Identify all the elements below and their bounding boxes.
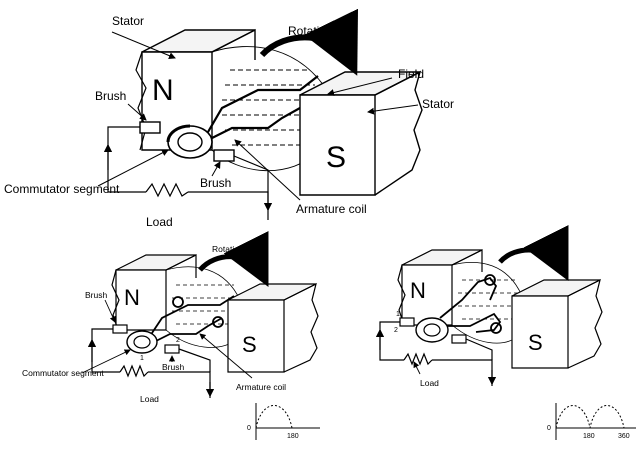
left-segment-2: 2 (176, 337, 180, 344)
left-commutator (126, 330, 158, 354)
south-pole-block (299, 70, 423, 196)
left-brush-label: Brush (85, 290, 107, 300)
brush-right (213, 149, 235, 162)
waveform-full-origin: 0 (547, 425, 551, 432)
load-label: Load (146, 215, 173, 229)
load-resistor (145, 182, 189, 198)
left-north-label: N (124, 285, 140, 310)
right-diagram (375, 225, 603, 386)
right-south-label: S (528, 330, 543, 355)
right-load-resistor (403, 352, 433, 366)
right-brush-upper (399, 317, 415, 327)
waveform-full-curve (555, 405, 625, 429)
top-diagram-text: N S Stator Rotation Field Stator Brush C… (4, 14, 454, 229)
right-diagram-text: N S Load 1 2 (394, 278, 543, 388)
right-segment-1: 1 (396, 311, 400, 318)
rotation-label: Rotation (288, 24, 333, 38)
commutator-label: Commutator segment (4, 182, 120, 196)
right-north-label: N (410, 278, 426, 303)
waveform-half-tick-180: 180 (287, 433, 299, 440)
right-south-pole-block (511, 278, 603, 369)
left-south-pole-block (227, 282, 319, 373)
left-brush-upper (112, 324, 128, 334)
north-pole-label: N (152, 74, 174, 107)
waveform-full-tick-360: 360 (618, 433, 630, 440)
left-segment-1: 1 (140, 355, 144, 362)
right-brush-lower (451, 334, 467, 344)
external-circuit (103, 126, 273, 220)
left-diagram (81, 231, 319, 398)
commutator (166, 124, 213, 159)
south-pole-label: S (326, 141, 346, 174)
left-south-label: S (242, 332, 257, 357)
left-armature-coil (149, 295, 235, 343)
left-north-pole-block (111, 254, 197, 331)
right-segment-2: 2 (394, 327, 398, 334)
waveform-half (255, 403, 320, 440)
right-armature-coil (439, 274, 502, 334)
left-load-resistor (119, 364, 149, 378)
waveform-full-tick-180: 180 (583, 433, 595, 440)
brush-left (139, 121, 161, 134)
right-load-label: Load (420, 378, 439, 388)
top-diagram (97, 8, 423, 220)
left-load-label: Load (140, 394, 159, 404)
rotation-arrow (259, 8, 358, 76)
right-commutator (415, 317, 449, 343)
waveform-half-curve (255, 405, 293, 429)
left-external-circuit (87, 328, 215, 398)
right-external-circuit (375, 321, 497, 386)
left-commutator-label: Commutator segment (22, 368, 104, 378)
brush-label-bottom: Brush (200, 176, 231, 190)
armature-label: Armature coil (296, 202, 367, 216)
right-rotation-arrow (498, 225, 569, 281)
left-rotation-label: Rotation (212, 244, 244, 254)
left-pointer-lines (81, 299, 253, 379)
brush-label-left: Brush (95, 89, 126, 103)
waveform-half-origin: 0 (247, 425, 251, 432)
field-label: Field (398, 67, 424, 81)
left-diagram-text: N S Rotation Brush Commutator segment Br… (22, 244, 286, 404)
waveform-full (555, 403, 636, 440)
left-brush-label-bottom: Brush (162, 362, 184, 372)
armature-coil (207, 75, 319, 139)
left-rotation-arrow (198, 231, 269, 287)
right-load-pointer (413, 361, 421, 375)
left-armature-label: Armature coil (236, 382, 286, 392)
left-brush-lower (164, 344, 180, 354)
stator-label-top: Stator (112, 14, 144, 28)
stator-label-right: Stator (422, 97, 454, 111)
pointer-lines (97, 31, 419, 201)
